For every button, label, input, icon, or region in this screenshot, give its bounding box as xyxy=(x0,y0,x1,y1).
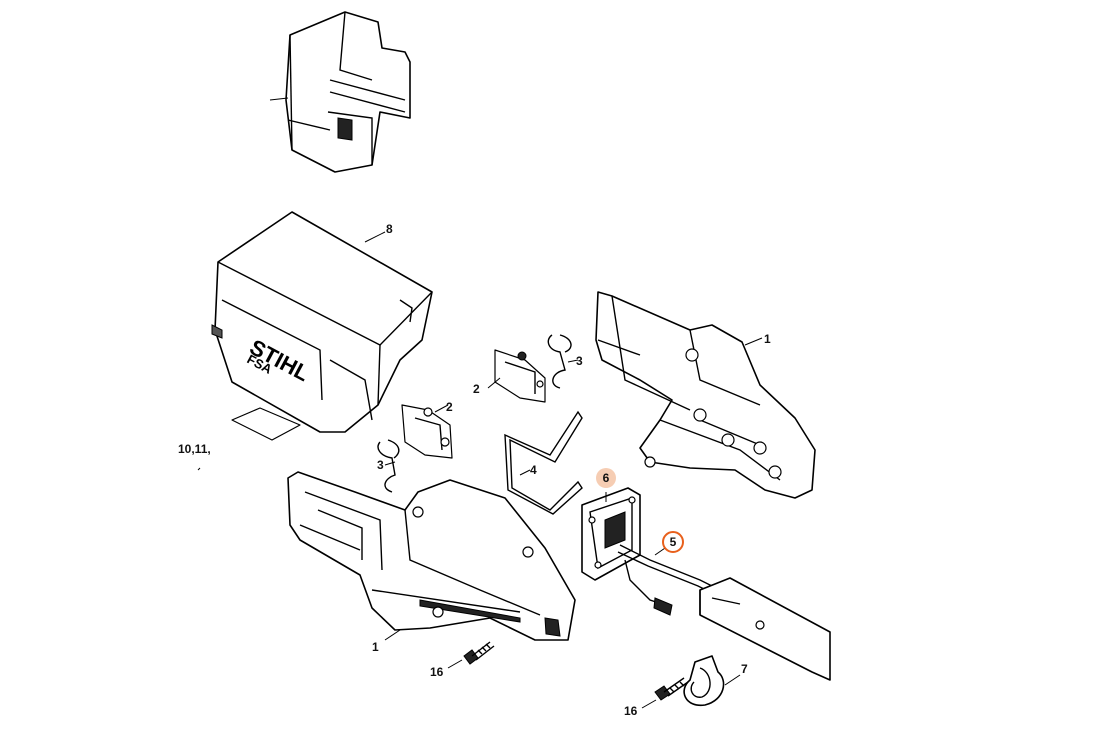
callout-2-upper: 2 xyxy=(473,382,480,396)
switch-part-upper xyxy=(487,349,546,403)
callout-1-right: 1 xyxy=(764,332,771,346)
label-sticker-part xyxy=(231,407,301,441)
callout-16-lower: 16 xyxy=(624,704,638,718)
top-cover-part xyxy=(269,11,411,173)
right-housing-part xyxy=(595,291,816,499)
switch-part-lower xyxy=(401,404,453,459)
callout-6-highlighted[interactable]: 6 xyxy=(596,468,616,488)
wire-spring-part xyxy=(504,410,583,515)
callout-7: 7 xyxy=(741,662,748,676)
screw-upper xyxy=(447,641,495,669)
screw-lower xyxy=(641,677,689,709)
spring-upper xyxy=(547,334,579,389)
callout-3-upper: 3 xyxy=(576,354,583,368)
callout-2-lower: 2 xyxy=(446,400,453,414)
spring-lower xyxy=(377,439,400,493)
label-leader xyxy=(197,467,201,471)
lower-housing-part xyxy=(287,471,576,641)
callout-16-upper: 16 xyxy=(430,665,444,679)
callout-3-lower: 3 xyxy=(377,458,384,472)
clamp-part xyxy=(683,655,741,706)
callout-4: 4 xyxy=(530,463,537,477)
housing-cover-part: STIHL FSA xyxy=(211,211,433,441)
callout-8: 8 xyxy=(386,222,393,236)
callout-1-lower: 1 xyxy=(372,640,379,654)
switch-module-part xyxy=(581,487,641,581)
shaft-tube-part xyxy=(699,577,831,681)
callout-10-11: 10,11, xyxy=(178,442,211,456)
callout-5-selected[interactable]: 5 xyxy=(662,531,684,553)
